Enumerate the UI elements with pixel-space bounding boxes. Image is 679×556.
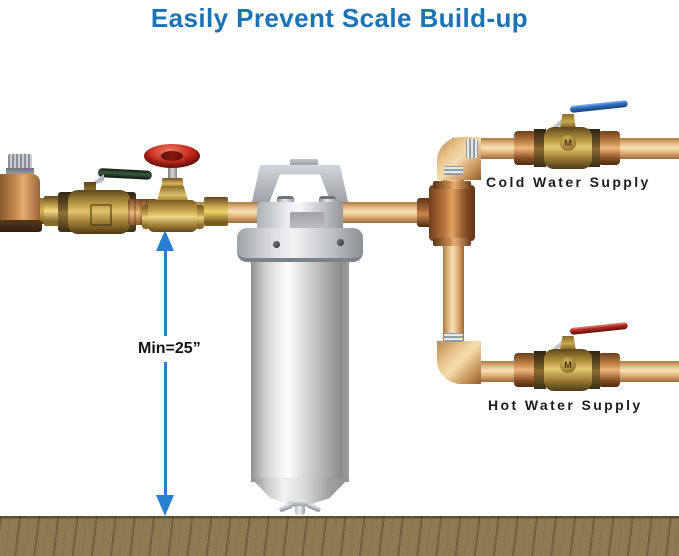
arrow-down-icon bbox=[156, 495, 174, 516]
gate-valve-packing-nut bbox=[162, 178, 183, 188]
hot-valve-nut-right bbox=[598, 353, 620, 387]
bracket-tab bbox=[290, 159, 318, 167]
gate-valve bbox=[142, 142, 204, 236]
solder-joint-band bbox=[466, 139, 478, 158]
hot-valve-stamp: M bbox=[560, 357, 576, 373]
gate-valve-stem bbox=[168, 164, 177, 180]
pressure-regulator-body bbox=[0, 174, 40, 224]
page-title: Easily Prevent Scale Build-up bbox=[150, 3, 529, 33]
min-clearance-arrow-line-bottom bbox=[164, 362, 167, 498]
collar-screw bbox=[337, 239, 344, 246]
cold-water-supply-label: Cold Water Supply bbox=[486, 174, 651, 190]
elbow-fitting-bottom bbox=[437, 341, 481, 384]
cold-valve-stamp: M bbox=[560, 135, 576, 151]
collar-screw bbox=[273, 241, 280, 248]
pressure-regulator-base bbox=[0, 220, 42, 232]
min-clearance-arrow-line-top bbox=[164, 248, 167, 336]
gate-valve-handwheel bbox=[144, 144, 200, 168]
inlet-valve-stamp bbox=[90, 204, 112, 226]
inlet-valve-stem bbox=[84, 182, 96, 192]
hot-water-supply-label: Hot Water Supply bbox=[488, 397, 643, 413]
wood-floor bbox=[0, 516, 679, 556]
cold-supply-valve: M bbox=[514, 99, 629, 169]
hot-valve-stem bbox=[560, 336, 576, 351]
filter-housing bbox=[251, 260, 349, 482]
pressure-regulator-cap bbox=[8, 154, 32, 170]
cold-valve-nut-right bbox=[598, 131, 620, 165]
drain-ring bbox=[287, 500, 313, 507]
min-clearance-label: Min=25” bbox=[138, 340, 201, 357]
tee-collar-bottom bbox=[433, 238, 471, 246]
brass-adapter-fitting bbox=[204, 197, 228, 226]
pressure-regulator-neck bbox=[6, 168, 34, 176]
cold-valve-nut-left bbox=[514, 131, 536, 165]
hot-supply-valve: M bbox=[514, 321, 629, 391]
cold-valve-handle bbox=[569, 99, 629, 113]
tee-fitting bbox=[429, 185, 475, 241]
baseboard bbox=[0, 483, 679, 516]
drain-plug bbox=[295, 506, 305, 515]
inlet-valve-body bbox=[68, 190, 130, 234]
cold-valve-stem bbox=[560, 114, 576, 129]
hot-valve-collar-left bbox=[534, 351, 546, 389]
filter-collar-flange bbox=[237, 228, 363, 262]
solder-joint-band bbox=[444, 333, 463, 342]
tee-collar-top bbox=[433, 181, 471, 189]
hot-valve-nut-left bbox=[514, 353, 536, 387]
gate-valve-bonnet bbox=[156, 186, 189, 204]
hot-valve-handle bbox=[569, 321, 629, 335]
cold-valve-collar-left bbox=[534, 129, 546, 167]
arrow-up-icon bbox=[156, 230, 174, 251]
gate-valve-body bbox=[148, 200, 197, 232]
solder-joint-band bbox=[444, 166, 463, 175]
